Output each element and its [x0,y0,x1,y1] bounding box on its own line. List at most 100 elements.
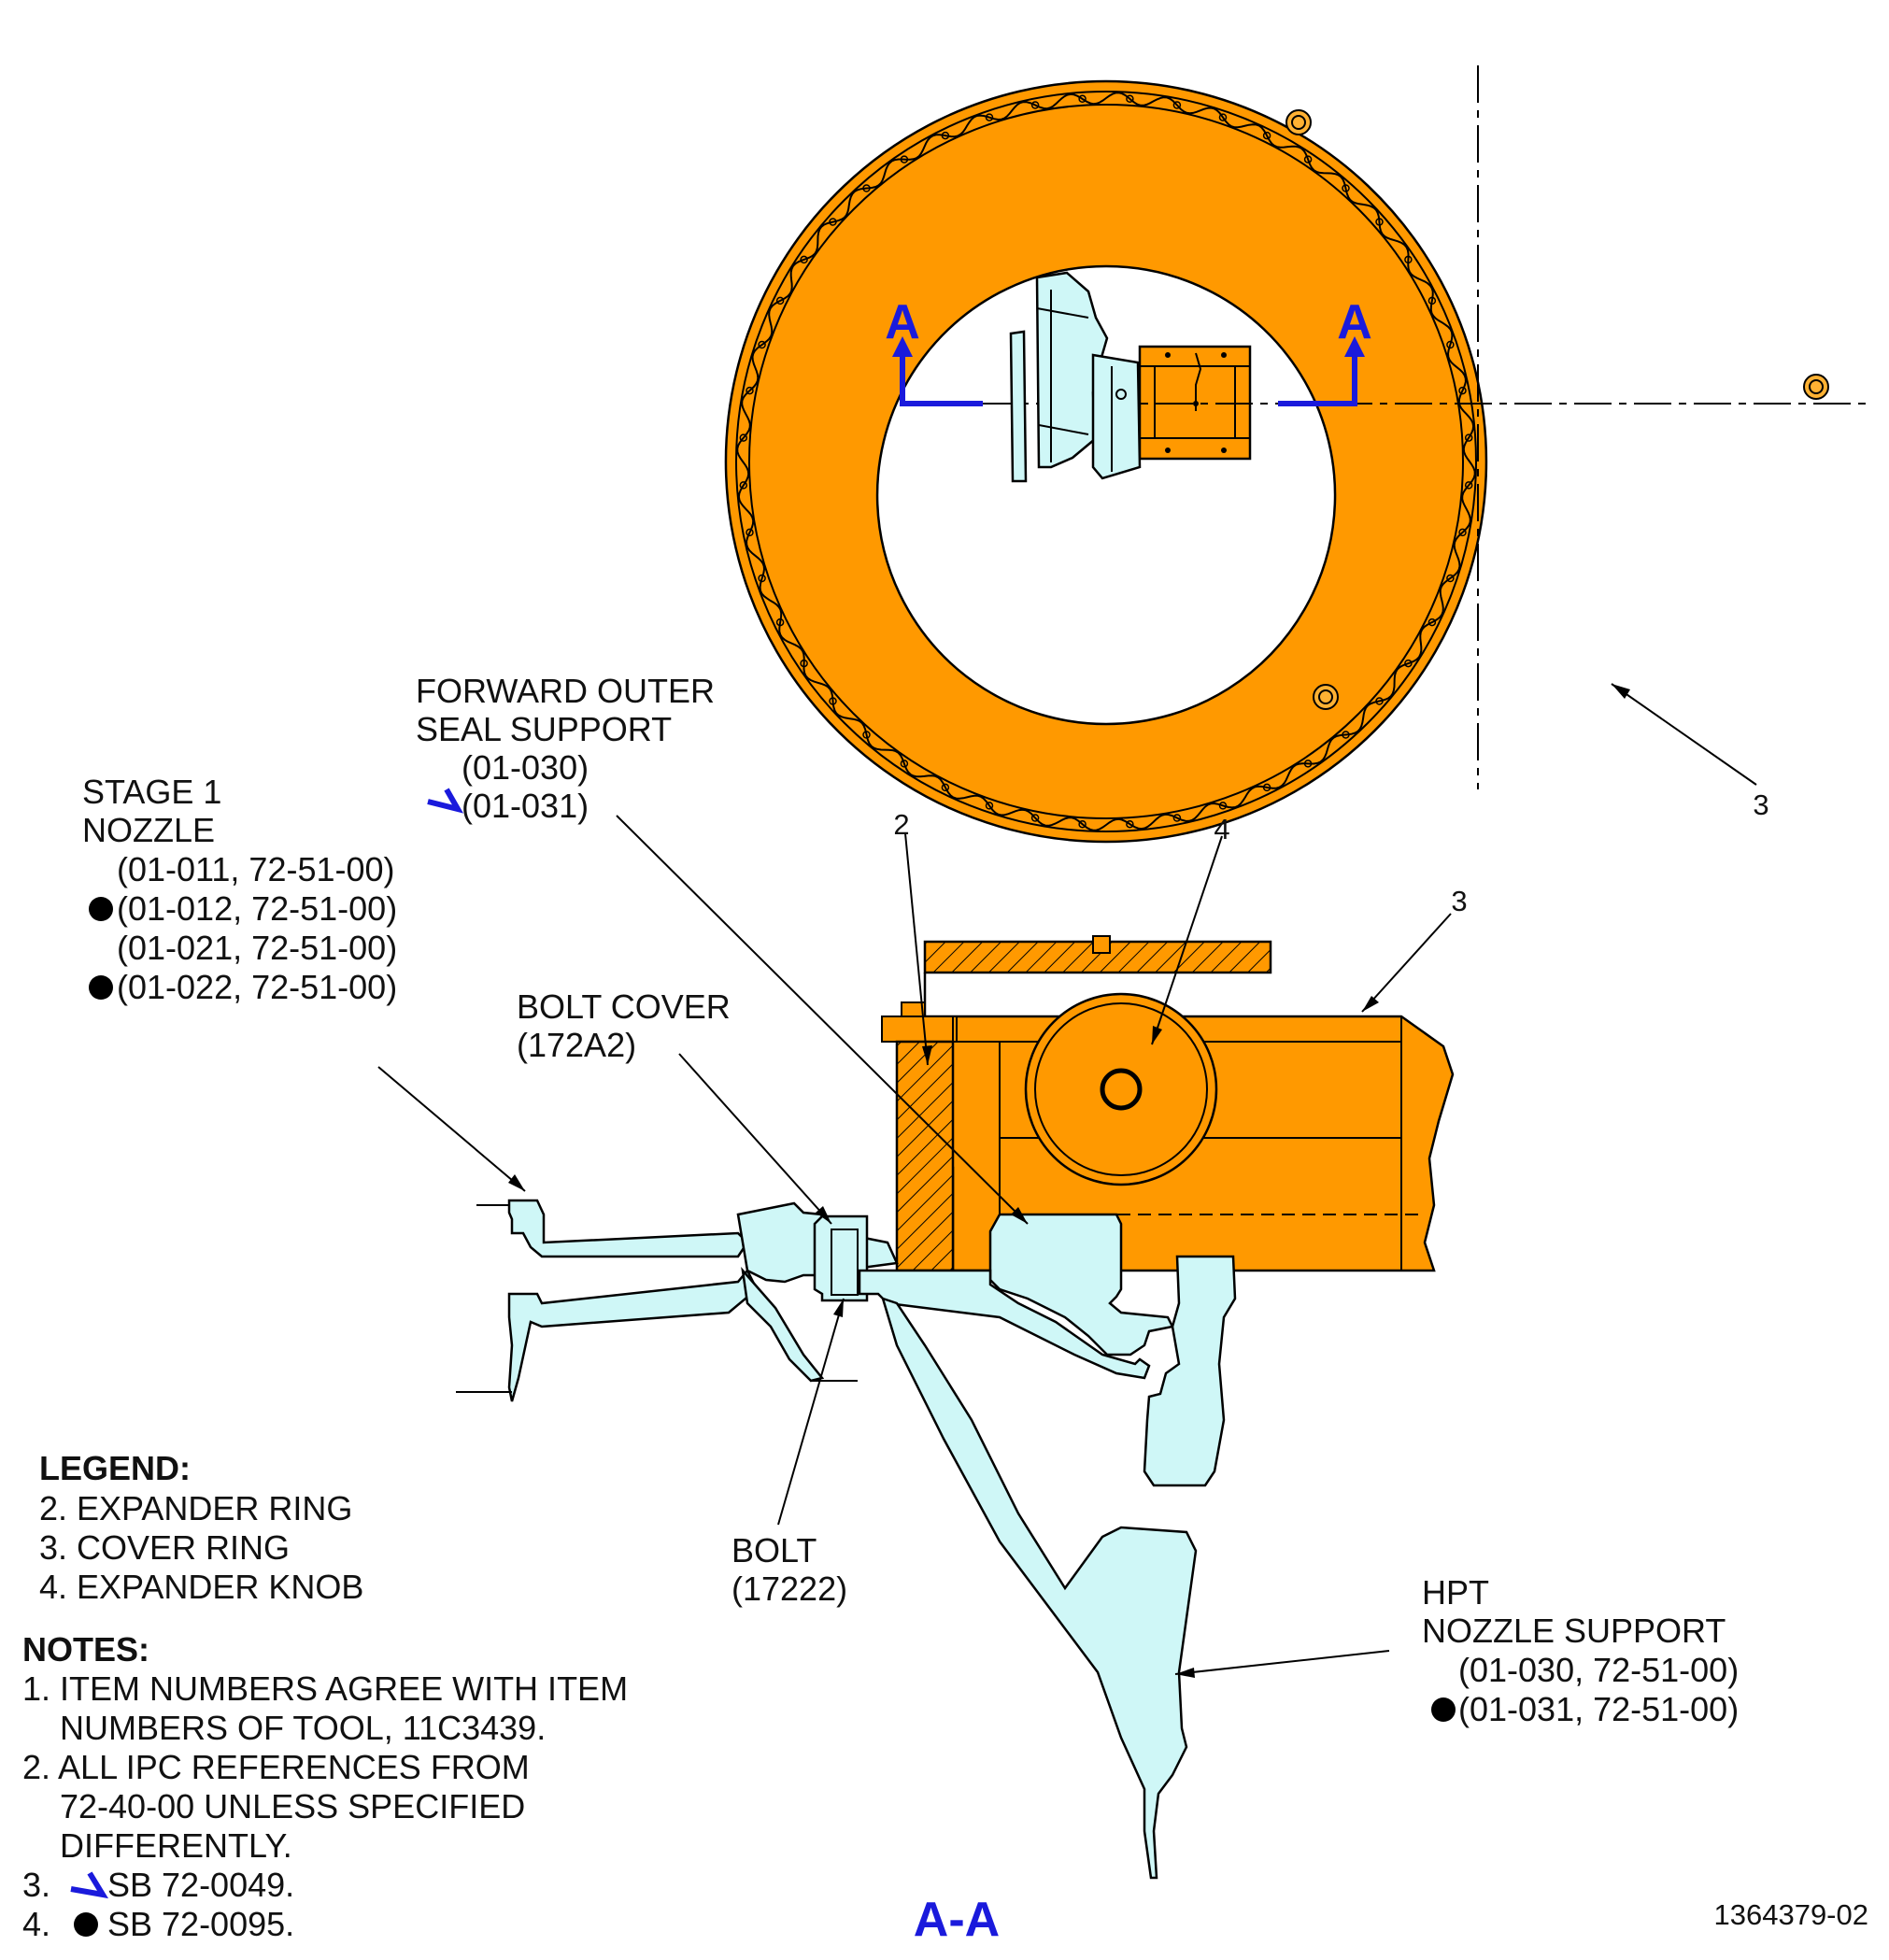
callout-3-top: 3 [1753,788,1768,821]
section-view-title: A-A [914,1893,1000,1947]
bolt-hole [941,783,950,792]
label-stage1-nozzle: STAGE 1 NOZZLE (01-011, 72-51-00) (01-01… [82,773,397,1006]
svg-text:FORWARD OUTER: FORWARD OUTER [416,672,715,710]
filled-circle-icon [89,897,113,921]
bolt-hole [739,433,748,442]
figure-number: 1364379-02 [1714,1898,1869,1931]
svg-text:(01-031, 72-51-00): (01-031, 72-51-00) [1458,1690,1739,1728]
callout-2: 2 [893,808,909,841]
bolt-hole [862,731,871,739]
bolt-hole [1404,659,1413,668]
bolt-hole [829,697,837,705]
svg-text:A: A [1337,295,1372,349]
filled-circle-icon [89,975,113,1000]
svg-text:DIFFERENTLY.: DIFFERENTLY. [60,1826,292,1865]
svg-text:SB 72-0095.: SB 72-0095. [107,1905,294,1943]
bolt-hole [800,255,808,264]
label-forward-outer-seal-support: FORWARD OUTER SEAL SUPPORT (01-030) (01-… [416,672,715,825]
bolt-hole [1446,340,1455,349]
bolt-hole [1303,760,1313,768]
bolt-hole [1458,386,1467,395]
svg-text:4.: 4. [22,1905,50,1943]
ring-wave-pattern [736,92,1476,831]
nozzle-segment-top-view [1009,271,1142,483]
bolt-hole [1375,218,1384,226]
svg-text:SEAL SUPPORT: SEAL SUPPORT [416,710,672,748]
legend: LEGEND: 2. EXPANDER RING 3. COVER RING 4… [39,1449,363,1606]
bolt-hole [862,184,871,192]
svg-text:2. EXPANDER RING: 2. EXPANDER RING [39,1489,352,1527]
bolt-hole [1262,783,1271,792]
ring-knob-top [1285,109,1312,135]
blue-check-icon [70,1871,109,1899]
bolt-hole [1404,255,1413,264]
svg-text:(01-021, 72-51-00): (01-021, 72-51-00) [117,929,397,967]
leader-3-top [1611,683,1757,786]
svg-text:NUMBERS OF TOOL, 11C3439.: NUMBERS OF TOOL, 11C3439. [60,1709,546,1747]
bolt-hole [1126,94,1134,104]
bolt-hole [1218,802,1228,810]
svg-text:(01-011, 72-51-00): (01-011, 72-51-00) [117,850,395,888]
section-marker-right: A [1278,295,1372,406]
bolt-hole [1262,131,1271,140]
bolt-hole [1446,574,1455,583]
section-view-engine-parts [507,1199,1237,1880]
bolt-hole [1342,184,1350,192]
svg-text:NOTES:: NOTES: [22,1630,149,1669]
bolt-hole [1303,155,1313,163]
svg-text:2. ALL IPC REFERENCES FROM: 2. ALL IPC REFERENCES FROM [22,1748,530,1786]
svg-text:(01-031): (01-031) [462,787,589,825]
svg-text:LEGEND:: LEGEND: [39,1449,191,1487]
bolt-hole [1030,101,1040,109]
svg-text:HPT: HPT [1422,1573,1489,1612]
ring-knob-bottom [1313,684,1339,710]
notes: NOTES: 1. ITEM NUMBERS AGREE WITH ITEM N… [22,1630,628,1943]
svg-text:(01-012, 72-51-00): (01-012, 72-51-00) [117,889,397,928]
bolt-hole [800,659,808,668]
bolt-hole [775,618,785,627]
svg-text:(01-022, 72-51-00): (01-022, 72-51-00) [117,968,397,1006]
bolt-hole [1218,113,1228,121]
bolt-hole [758,574,766,583]
bolt-hole [985,802,994,810]
bolt-hole [1342,731,1350,739]
callout-4: 4 [1214,813,1229,845]
bolt-hole [900,760,909,768]
hpt-nozzle-support-section [881,1297,1198,1880]
svg-text:(172A2): (172A2) [517,1026,636,1064]
section-marker-left: A [885,295,983,406]
svg-text:STAGE 1: STAGE 1 [82,773,221,811]
section-view-tool [881,935,1455,1272]
bolt-hole [1375,697,1384,705]
bolt-hole [985,113,994,121]
svg-text:(01-030, 72-51-00): (01-030, 72-51-00) [1458,1651,1739,1689]
svg-text:1. ITEM NUMBERS AGREE WITH ITE: 1. ITEM NUMBERS AGREE WITH ITEM [22,1669,628,1708]
bolt-hole [1464,433,1473,442]
svg-text:NOZZLE: NOZZLE [82,811,215,849]
expander-knob-section [1024,992,1218,1186]
bolt-hole [746,528,754,537]
bolt-hole [1427,296,1437,305]
cover-ring-body [724,79,1488,844]
filled-circle-icon [74,1912,98,1937]
blue-check-icon [427,788,464,814]
bolt-hole [1464,481,1473,490]
stage1-nozzle-section [507,1199,749,1258]
bolt-hole [1458,528,1467,537]
svg-text:72-40-00 UNLESS SPECIFIED: 72-40-00 UNLESS SPECIFIED [60,1787,525,1825]
ring-knob-right [1803,374,1829,400]
bolt-hole [1172,101,1182,109]
svg-text:(17222): (17222) [731,1569,847,1608]
bolt-hole [1078,94,1087,104]
section-leaders [377,815,1452,1678]
bolt-hole [1078,819,1087,829]
svg-text:A: A [885,295,920,349]
filled-circle-icon [1431,1697,1456,1722]
svg-text:3. COVER RING: 3. COVER RING [39,1528,290,1567]
label-bolt: BOLT (17222) [731,1531,847,1608]
bolt-holes [739,94,1473,829]
svg-text:(01-030): (01-030) [462,748,589,787]
cover-ring-top-view [724,65,1868,844]
svg-text:BOLT: BOLT [731,1531,817,1569]
svg-text:SB 72-0049.: SB 72-0049. [107,1866,294,1904]
